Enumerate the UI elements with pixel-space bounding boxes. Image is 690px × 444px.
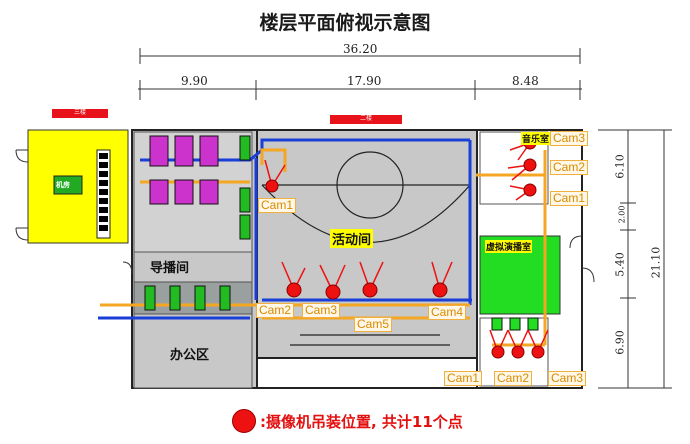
camera-point: [523, 183, 537, 197]
legend-text: :摄像机吊装位置, 共计11个点: [260, 412, 463, 431]
floor-tag-center: 二楼: [330, 115, 402, 124]
dim-total-width: 36.20: [343, 42, 378, 56]
camera-point: [432, 282, 448, 298]
camera-point: [286, 282, 302, 298]
dim-segment-2: 17.90: [347, 74, 382, 88]
floor-tag-left: 三楼: [52, 109, 108, 118]
machine-room-label: 机房: [56, 181, 70, 189]
cam-label-activity-4: Cam4: [428, 305, 467, 320]
dim-segment-3: 8.48: [512, 74, 539, 88]
director-room-label: 导播间: [150, 261, 190, 276]
director-room-area: [133, 251, 253, 283]
dim-height-1: 6.10: [613, 154, 627, 179]
camera-point: [491, 345, 505, 359]
server-racks: [53, 149, 111, 239]
cam-label-top-right-1: Cam1: [550, 191, 589, 206]
page-title: 楼层平面俯视示意图: [259, 12, 431, 34]
camera-point: [362, 282, 378, 298]
cam-label-bottom-right-1: Cam1: [444, 371, 483, 386]
camera-point: [511, 345, 525, 359]
virtual-studio-label: 虚拟演播室: [485, 240, 533, 253]
legend-camera-dot: [232, 409, 256, 433]
dim-height-2: 2.00: [617, 205, 627, 224]
corridor: [256, 357, 478, 389]
activity-room-label: 活动间: [330, 229, 374, 248]
dim-segment-1: 9.90: [181, 74, 208, 88]
cam-label-activity-2: Cam2: [256, 303, 295, 318]
camera-point: [265, 179, 279, 193]
cam-label-top-right-2: Cam2: [550, 160, 589, 175]
machine-room-area: [27, 129, 129, 244]
dimension-lines: [138, 48, 672, 389]
camera-point: [523, 158, 537, 172]
cam-label-activity-3: Cam3: [302, 303, 341, 318]
office-area: [133, 313, 253, 389]
music-room-label: 音乐室: [521, 132, 551, 145]
legend: :摄像机吊装位置, 共计11个点: [232, 409, 463, 433]
dim-height-4: 6.90: [613, 330, 627, 355]
cam-label-bottom-right-3: Cam3: [548, 371, 587, 386]
studio-blocks: [491, 317, 539, 331]
camera-points: [265, 136, 545, 359]
camera-point: [531, 345, 545, 359]
door-swings: [15, 149, 595, 283]
equipment-consoles: [144, 135, 251, 311]
camera-point: [325, 284, 341, 300]
dim-height-3: 5.40: [613, 252, 627, 277]
office-label: 办公区: [170, 348, 210, 363]
cam-label-top-right-3: Cam3: [550, 131, 589, 146]
dim-total-height: 21.10: [649, 246, 663, 279]
cam-label-activity-5: Cam5: [354, 317, 393, 332]
cam-label-bottom-right-2: Cam2: [494, 371, 533, 386]
cam-label-activity-1: Cam1: [258, 198, 297, 213]
